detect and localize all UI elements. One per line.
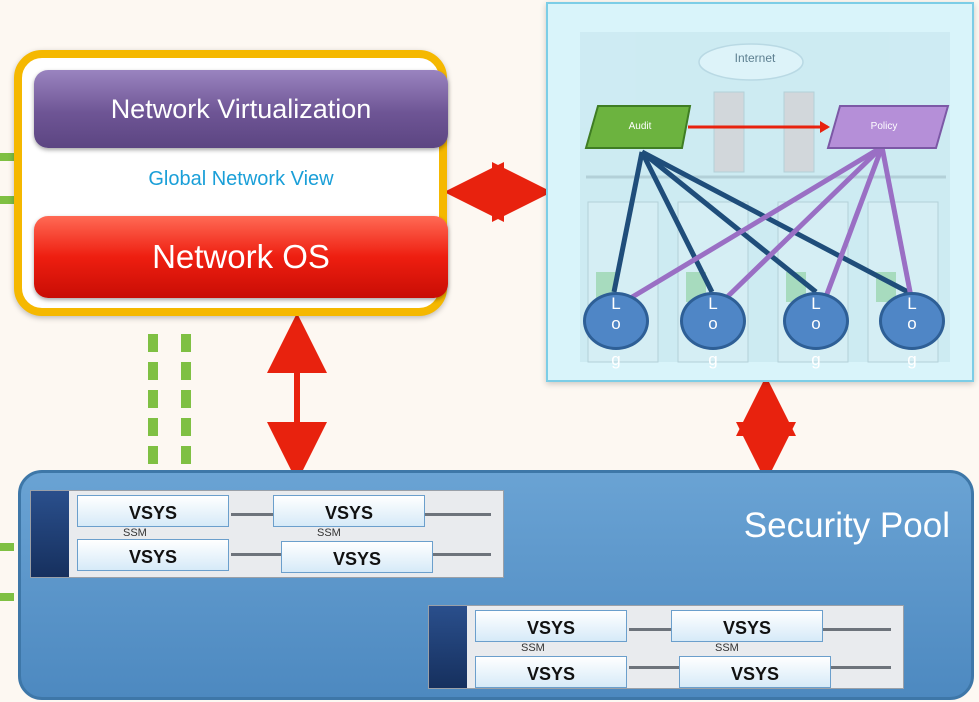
- ssm-label: SSM: [317, 527, 341, 539]
- left-green-dashes: [0, 153, 14, 601]
- global-network-view-label: Global Network View: [148, 168, 334, 190]
- policy-box: [826, 105, 950, 149]
- log-node-bottom: g: [811, 350, 821, 369]
- log-node-bottom: g: [907, 350, 917, 369]
- vsys-instance: VSYS: [77, 539, 229, 571]
- audit-label: Audit: [628, 121, 652, 132]
- log-node-middle: o: [708, 314, 718, 333]
- ssm-label: SSM: [123, 527, 147, 539]
- policy-edges: [622, 144, 915, 305]
- chassis-front-panel: [31, 491, 69, 577]
- vsys-instance: VSYS: [475, 610, 627, 642]
- log-node: L o: [583, 292, 649, 350]
- policy-label: Policy: [870, 121, 898, 132]
- chassis-front-panel: [429, 606, 467, 688]
- audit-edges: [611, 149, 910, 295]
- vsys-instance: VSYS: [273, 495, 425, 527]
- vsys-instance: VSYS: [475, 656, 627, 688]
- log-node-top: L: [811, 294, 821, 313]
- vsys-instance: VSYS: [679, 656, 831, 688]
- log-node-top: L: [708, 294, 718, 313]
- vsys-instance: VSYS: [671, 610, 823, 642]
- log-node: L o: [783, 292, 849, 350]
- log-node-middle: o: [907, 314, 917, 333]
- vertical-green-dashes: [148, 334, 191, 470]
- audit-policy-arrowhead: [820, 121, 830, 133]
- network-virtualization-block: Network Virtualization: [34, 70, 448, 148]
- ssm-label: SSM: [715, 642, 739, 654]
- ssm-label: SSM: [521, 642, 545, 654]
- log-node-bottom: g: [708, 350, 718, 369]
- log-node-middle: o: [611, 314, 621, 333]
- log-node-top: L: [611, 294, 621, 313]
- log-node: L o: [680, 292, 746, 350]
- firewall-chassis: VSYS VSYS VSYS VSYS SSM SSM: [30, 490, 504, 578]
- network-os-block: Network OS: [34, 216, 448, 298]
- log-node: L o: [879, 292, 945, 350]
- internet-label: Internet: [734, 51, 776, 65]
- log-node-top: L: [907, 294, 917, 313]
- log-node-middle: o: [811, 314, 821, 333]
- firewall-chassis: VSYS VSYS VSYS VSYS SSM SSM: [428, 605, 904, 689]
- security-pool-title: Security Pool: [743, 506, 950, 545]
- vsys-instance: VSYS: [77, 495, 229, 527]
- vsys-instance: VSYS: [281, 541, 433, 573]
- audit-box: [584, 105, 692, 149]
- log-node-bottom: g: [611, 350, 621, 369]
